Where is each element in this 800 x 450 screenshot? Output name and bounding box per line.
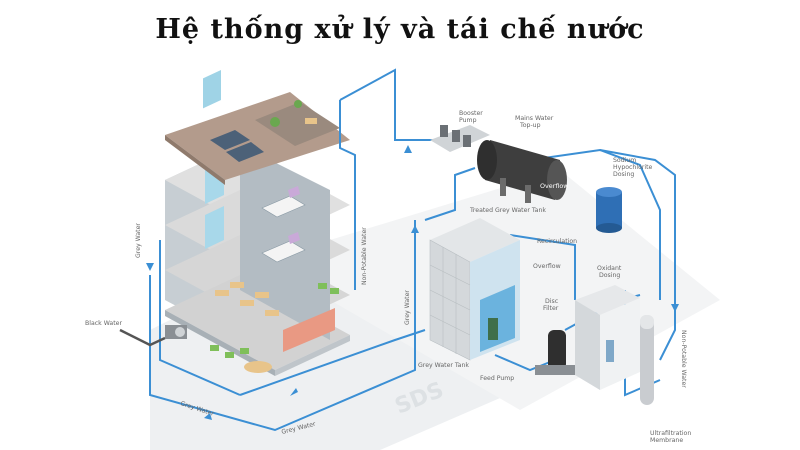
recirculation-label: Recirculation [537,238,577,245]
uf-label-1: Ultrafiltration [650,430,691,437]
sodium-label-3: Dosing [613,171,634,178]
treated-to-dosing [529,148,661,300]
roof-bench [305,118,317,124]
bed-2 [261,240,306,263]
sodium-label-2: Hypochlorite [613,164,653,171]
flow-arrows [146,145,679,420]
green-chairs [210,283,339,358]
building-back-wall [240,145,330,340]
grey-water-vertical-label: Grey Water [404,290,411,325]
label-booster-pump: Booster Pump [459,110,483,124]
roof [165,92,350,180]
feed-to-filter [494,354,556,372]
label-mains-water: Mains Water Top-up [515,115,554,129]
solar-panel-2 [226,142,264,162]
overflow-tank-label: Overflow [540,182,569,190]
grey-water-pipe-left [149,220,416,432]
sodium-dosing-tank [596,187,622,233]
round-table [244,361,272,373]
treated-tank-label: Treated Grey Water Tank [469,207,546,214]
non-potable-pipe-building [339,100,356,290]
treated-grey-water-tank [477,140,567,203]
page-title: Hệ thống xử lý và tái chế nước [155,14,645,45]
grey-water-left-label: Grey Water [135,223,142,258]
chair-b [288,232,300,244]
disc-filter [535,330,575,375]
slab-edge-0 [165,310,275,376]
roof-terrace [255,102,340,146]
supply-pipe-top [339,68,470,141]
recirculation-pipe [509,234,576,300]
black-water-label: Black Water [85,320,122,327]
cafe-tables [215,282,279,316]
grey-water-tank [429,218,520,361]
roof-edge [165,135,225,185]
booster-pump-label-2: Pump [459,117,477,124]
mains-water-label-1: Mains Water [515,115,554,122]
booster-pump [430,125,490,152]
sodium-label-1: Sodium [613,157,636,164]
disc-filter-label-1: Disc [545,298,559,305]
mains-water-label-2: Top-up [519,122,541,129]
black-pipe-unit [165,325,187,339]
non-potable-right-label: Non-Potable Water [680,330,687,388]
grey-to-treated [424,167,476,221]
oxidant-dosing-unit [575,285,640,390]
booster-pump-label-1: Booster [459,110,483,117]
solar-panel [210,130,250,150]
oxidant-label-1: Oxidant [597,265,622,272]
label-disc-filter: Disc Filter [543,298,559,312]
roof-plant [270,117,280,127]
label-sodium: Sodium Hypochlorite Dosing [613,157,653,178]
chair-a [288,186,300,198]
feed-pump-label: Feed Pump [480,375,514,382]
slab-edge-0r [275,335,350,376]
overflow-filter-label: Overflow [533,263,561,270]
window-2 [205,206,224,249]
floor-slab-0 [165,275,350,370]
bed-3 [261,195,306,218]
uf-label-2: Membrane [650,437,683,444]
non-potable-right [599,149,676,361]
red-wall [283,308,335,352]
window [203,69,221,109]
roof-plant-2 [294,100,302,108]
black-water-pipe [119,328,166,347]
grey-tank-label: Grey Water Tank [418,362,469,369]
label-ultrafiltration: Ultrafiltration Membrane [650,430,691,444]
ultrafiltration-membrane [640,315,654,405]
label-oxidant: Oxidant Dosing [597,265,622,279]
building [165,69,350,376]
oxidant-label-2: Dosing [599,272,620,279]
grey-water-pipe-bottom [239,329,426,396]
disc-filter-label-2: Filter [543,305,559,312]
grey-water-pipe-mid [159,240,241,396]
non-potable-building-label: Non-Potable Water [361,227,368,285]
